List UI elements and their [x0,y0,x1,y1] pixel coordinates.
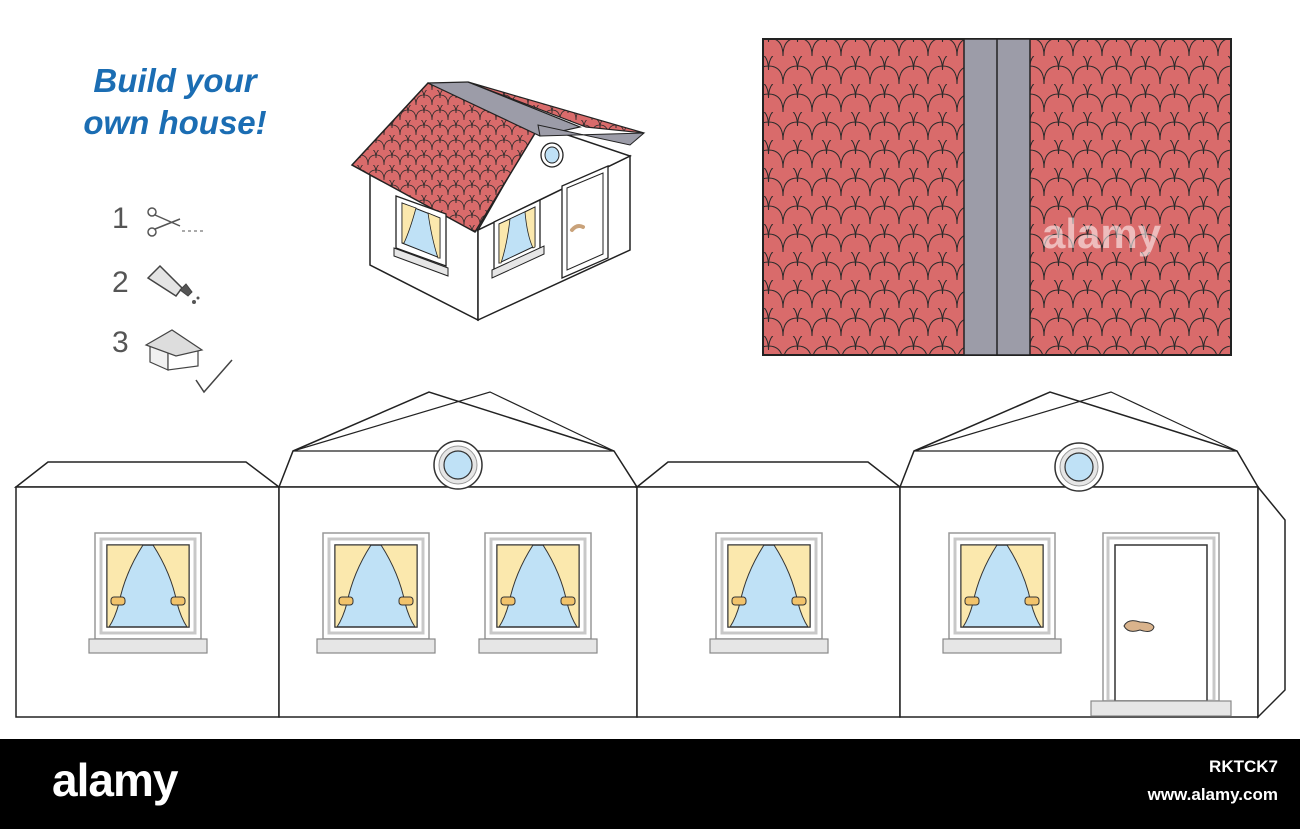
brand-logo: alamy [52,754,178,806]
image-id: RKTCK7 [1209,757,1278,776]
scissors-icon [147,207,205,237]
step-1-number: 1 [112,202,129,235]
site-url: www.alamy.com [1147,785,1278,804]
page-title: Build your own house! [60,60,290,144]
roof-cutout [762,38,1232,356]
step-3-number: 3 [112,326,129,359]
house-net-cutout [13,391,1286,719]
footer-bar: alamy RKTCK7 www.alamy.com [0,739,1300,829]
papercraft-artwork [13,38,1286,719]
house-check-icon [144,329,233,394]
watermark: alamy [1042,210,1162,257]
assembled-house-illustration [350,81,646,322]
glue-tube-icon [146,264,200,304]
title-line-2: own house! [83,104,267,141]
step-2-number: 2 [112,266,129,299]
title-line-1: Build your [93,62,257,99]
